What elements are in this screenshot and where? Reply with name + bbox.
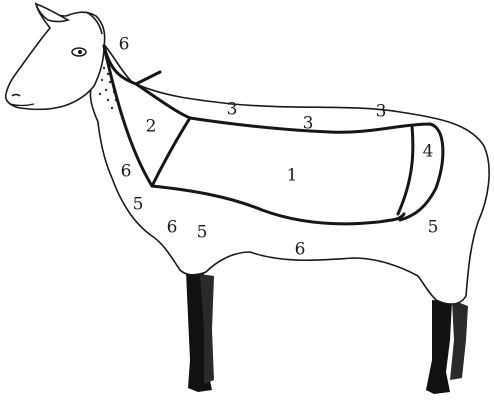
- region-label-belly-front-a: 6: [167, 220, 178, 237]
- zone-line-neck: [136, 72, 160, 84]
- region-label-neck-top: 6: [119, 37, 130, 54]
- region-label-chest: 6: [121, 164, 132, 181]
- region-label-belly-front-b: 5: [197, 225, 208, 242]
- ear: [36, 4, 68, 22]
- region-label-back-1: 3: [227, 102, 238, 119]
- region-label-belly: 6: [295, 242, 306, 259]
- hind-leg-left: [426, 300, 452, 394]
- hind-leg-right: [450, 300, 468, 380]
- region-label-fore-leg-top: 5: [133, 197, 144, 214]
- region-label-back-2: 3: [303, 116, 314, 133]
- region-label-back-3: 3: [376, 104, 387, 121]
- sheep-legs: [186, 272, 468, 394]
- pupil: [78, 50, 82, 54]
- region-label-shoulder: 2: [146, 119, 157, 136]
- region-label-britch: 4: [423, 144, 434, 161]
- region-label-side: 1: [287, 168, 298, 185]
- region-label-hind-leg: 5: [428, 220, 439, 237]
